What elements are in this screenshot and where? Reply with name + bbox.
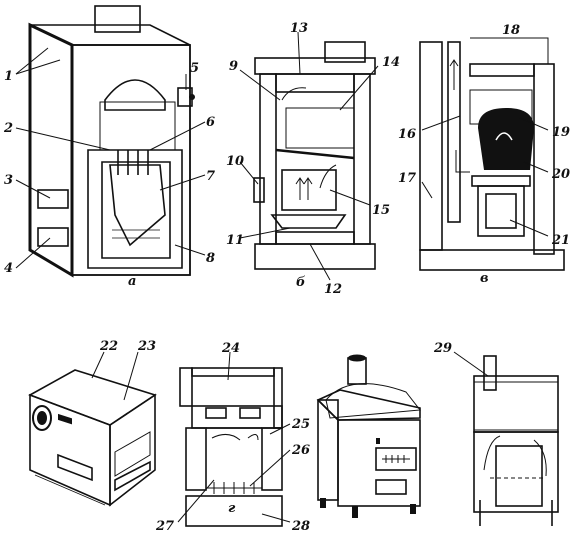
leaders-g — [177, 351, 291, 523]
stove-v — [419, 37, 565, 271]
stove-b — [253, 41, 376, 270]
label-1: 1 — [4, 69, 13, 84]
leaders-v — [421, 115, 549, 237]
label-18: 18 — [502, 23, 520, 38]
label-28: 28 — [291, 519, 310, 534]
label-26: 26 — [291, 443, 310, 458]
leaders-b — [239, 31, 379, 281]
label-5: 5 — [190, 61, 199, 76]
label-22: 22 — [99, 339, 118, 354]
stove-metal-22 — [28, 369, 157, 507]
label-15: 15 — [372, 203, 390, 218]
label-8: 8 — [206, 251, 215, 266]
label-21: 21 — [551, 233, 570, 248]
leaders-22-23 — [91, 351, 139, 401]
label-27: 27 — [155, 519, 174, 534]
label-2: 2 — [3, 121, 13, 136]
stove-pipe — [316, 354, 421, 518]
label-16: 16 — [398, 127, 416, 142]
label-23: 23 — [137, 339, 156, 354]
caption-b: б — [296, 275, 306, 290]
label-7: 7 — [206, 169, 215, 184]
caption-a: а — [128, 274, 136, 289]
stove-29 — [473, 355, 559, 526]
label-17: 17 — [398, 171, 416, 186]
leaders-a — [15, 47, 206, 269]
label-20: 20 — [551, 167, 570, 182]
label-19: 19 — [552, 125, 570, 140]
caption-v: в — [480, 271, 489, 286]
label-13: 13 — [290, 21, 308, 36]
stove-a — [28, 5, 195, 278]
leaders-29 — [453, 351, 489, 377]
label-3: 3 — [4, 173, 13, 188]
label-29: 29 — [433, 341, 452, 356]
label-9: 9 — [229, 59, 238, 74]
label-10: 10 — [226, 154, 244, 169]
label-14: 14 — [382, 55, 400, 70]
label-12: 12 — [324, 282, 342, 297]
label-11: 11 — [226, 233, 244, 248]
label-6: 6 — [206, 115, 215, 130]
stove-g — [179, 367, 283, 527]
label-25: 25 — [291, 417, 310, 432]
label-4: 4 — [4, 261, 13, 276]
caption-g: г — [228, 501, 236, 516]
label-24: 24 — [221, 341, 240, 356]
